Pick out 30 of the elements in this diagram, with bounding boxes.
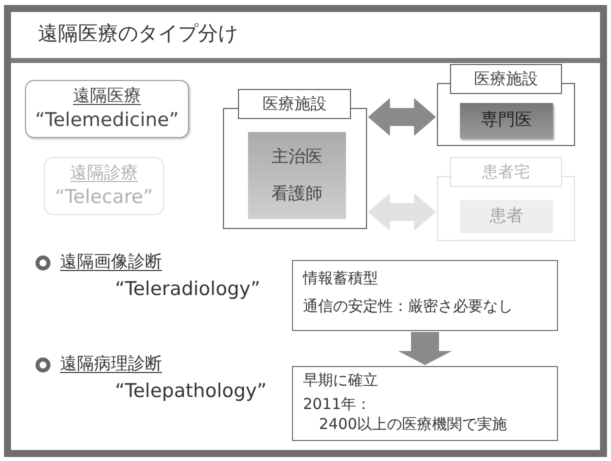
topic-heading: 遠隔病理診断 <box>60 353 162 375</box>
term-english: “Telemedicine” <box>35 108 179 132</box>
topic-term: “Telepathology” <box>115 380 267 402</box>
role-text: 専門医 <box>481 110 532 131</box>
role-box <box>460 103 553 138</box>
role-text: 主治医 <box>272 147 322 168</box>
topic-heading: 遠隔画像診断 <box>60 251 162 273</box>
info-box <box>292 260 558 331</box>
box-heading: 早期に確立 <box>303 371 378 389</box>
box-text: 2011年： <box>303 395 372 413</box>
role-text: 看護師 <box>272 184 322 204</box>
role-text: 患者 <box>490 206 524 227</box>
term-japanese: 遠隔診療 <box>70 163 138 184</box>
box-text: 2400以上の医療機関で実施 <box>319 415 508 433</box>
term-english: “Telecare” <box>55 186 153 209</box>
facility-heading: 患者宅 <box>450 157 562 187</box>
role-box <box>248 132 346 219</box>
facility-heading: 医療施設 <box>450 64 562 94</box>
topic-term: “Teleradiology” <box>115 278 260 300</box>
term-japanese: 遠隔医療 <box>73 86 141 107</box>
slide-title: 遠隔医療のタイプ分け <box>38 20 238 47</box>
info-box <box>292 366 558 441</box>
block-arrow <box>368 98 436 136</box>
block-arrow <box>368 193 436 231</box>
term-box <box>25 80 189 138</box>
term-box <box>44 157 164 215</box>
block-arrow <box>398 332 452 365</box>
facility-heading: 医療施設 <box>238 89 351 119</box>
box-heading: 情報蓄積型 <box>303 269 378 287</box>
box-text: 通信の安定性：厳密さ必要なし <box>303 297 513 315</box>
